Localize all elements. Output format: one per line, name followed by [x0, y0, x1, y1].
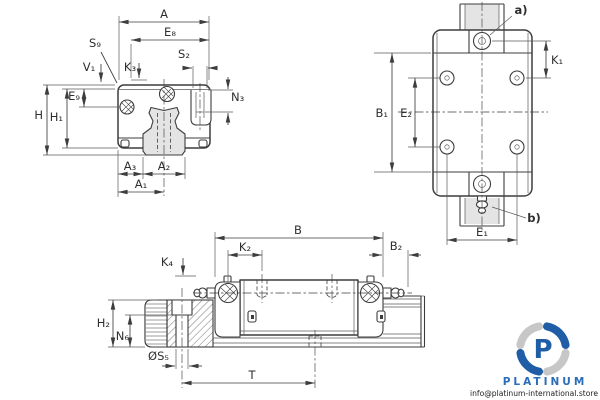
dim-label-H: H: [34, 108, 43, 122]
dim-label-K1: K₁: [551, 53, 563, 67]
callout-label-b: b): [527, 211, 541, 225]
logo-petal-blue-top: [543, 322, 570, 349]
dim-label-N6: N₆: [116, 329, 130, 343]
thread-hole-2: [326, 274, 338, 303]
mounting-holes: [439, 70, 525, 155]
top-view: a) b) K₁ B₁ E₂ E₁: [374, 2, 563, 245]
dim-label-B: B: [294, 223, 302, 237]
rail-side: [213, 295, 426, 348]
dim-label-K4: K₄: [161, 255, 174, 269]
dim-label-B1: B₁: [376, 106, 389, 120]
dim-label-E2: E₂: [400, 106, 412, 120]
seal-notch-left: [120, 139, 130, 148]
logo-petal-gray-top: [516, 322, 543, 349]
top-lube-port: [158, 85, 176, 103]
dim-label-B2: B₂: [390, 239, 403, 253]
logo-petal-blue-bottom: [516, 349, 543, 376]
front-cross-section-view: A E₈ S₉ V₁ K₃ S₂ N₃ H H₁ E₉: [34, 7, 245, 197]
seal-notch-right: [198, 139, 208, 148]
dim-label-E1: E₁: [476, 225, 488, 239]
rail-bolt-hole: [175, 314, 189, 348]
dim-label-S9: S₉: [89, 36, 101, 50]
brand-logo: P PLATINUM info@platinum-international.s…: [470, 322, 598, 398]
cap-top-port-right: [366, 275, 375, 283]
cap-top-port-left: [223, 275, 232, 283]
dim-label-S2: S₂: [178, 47, 190, 61]
carriage-side-body: [239, 279, 359, 336]
dim-label-H2: H₂: [97, 316, 110, 330]
logo-email: info@platinum-international.store: [470, 389, 598, 398]
dim-label-T: T: [247, 368, 256, 382]
dim-label-A: A: [160, 7, 168, 21]
dim-label-H1: H₁: [50, 110, 63, 124]
side-view: B K₂ K₄ B₂ H₂ N₆ ØS₅ T: [97, 223, 426, 388]
logo-wordmark: PLATINUM: [503, 376, 588, 388]
dim-label-E9: E₉: [68, 89, 80, 103]
dim-label-K2: K₂: [239, 240, 251, 254]
dim-label-A1: A₁: [135, 177, 147, 191]
dim-label-E8: E₈: [164, 25, 176, 39]
thread-pocket: [190, 90, 212, 126]
side-lube-port: [119, 99, 135, 115]
dim-label-A2: A₂: [158, 159, 170, 173]
callout-label-a: a): [514, 3, 527, 17]
dim-label-N3: N₃: [231, 90, 245, 104]
logo-petal-gray-bottom: [543, 349, 570, 376]
dim-label-S5: ØS₅: [148, 349, 169, 363]
dim-label-V1: V₁: [83, 60, 95, 74]
logo-letter: P: [533, 335, 552, 365]
dim-label-A3: A₃: [124, 159, 137, 173]
thread-hole-1: [256, 274, 268, 303]
dim-label-K3: K₃: [124, 60, 137, 74]
